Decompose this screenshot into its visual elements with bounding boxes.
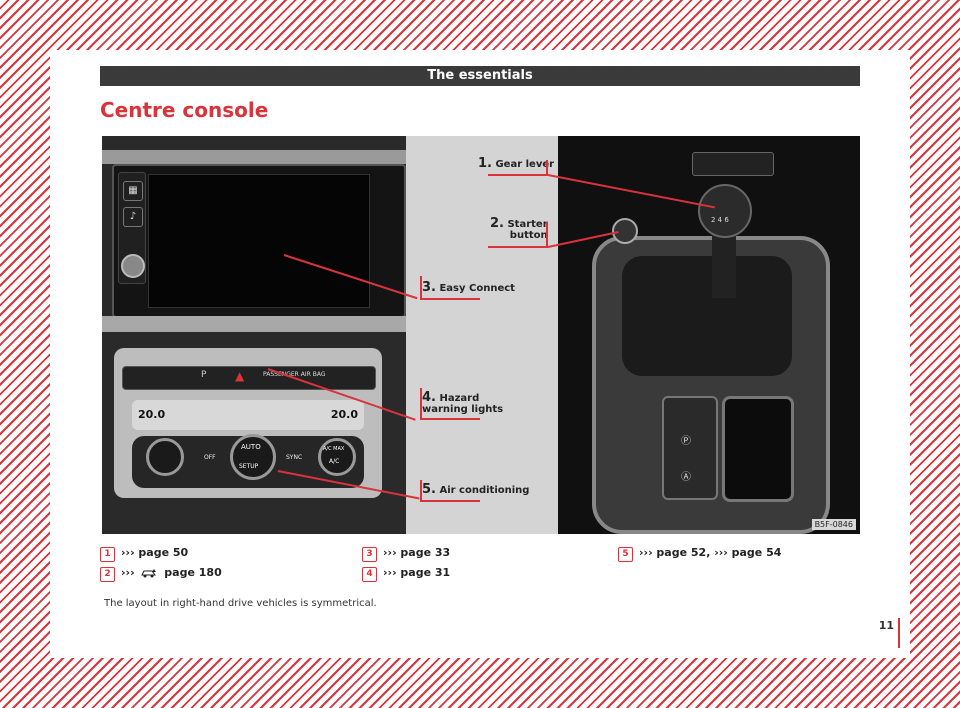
storage-tray xyxy=(722,396,794,502)
ac-label: A/C xyxy=(329,458,340,465)
callout-5-vline xyxy=(420,480,422,502)
brake-icon: Ⓟ xyxy=(681,436,691,447)
callout-2-vline xyxy=(546,222,548,248)
setup-label: SETUP xyxy=(239,463,259,470)
auto-label: AUTO xyxy=(241,443,261,451)
fan-knob-right: A/C MAX A/C xyxy=(318,438,356,476)
hazard-strip: P ▲ PASSENGER AIR BAG xyxy=(122,366,376,390)
callout-panel xyxy=(406,136,558,534)
gear-stem xyxy=(712,228,736,298)
parking-icon: P xyxy=(201,370,207,380)
callout-2: 2. Starter button xyxy=(490,216,548,241)
layout-note: The layout in right-hand drive vehicles … xyxy=(104,598,377,609)
callout-5: 5. Air conditioning xyxy=(422,482,530,497)
hazard-icon: ▲ xyxy=(235,369,245,383)
callout-1: 1. Gear lever xyxy=(478,156,555,171)
reference-1: 1››› page 50 xyxy=(100,546,188,562)
reference-4: 4››› page 31 xyxy=(362,566,450,582)
reference-3: 3››› page 33 xyxy=(362,546,450,562)
usb-ports xyxy=(692,152,774,176)
callout-5-line xyxy=(420,500,480,502)
temp-left: 20.0 xyxy=(138,408,166,421)
sync-label: SYNC xyxy=(286,454,303,461)
starter-button-photo xyxy=(612,218,638,244)
page: The essentials Centre console ▦ ♪ P ▲ PA… xyxy=(50,50,910,658)
auto-knob: AUTO SETUP xyxy=(230,434,276,480)
fan-knob-left xyxy=(146,438,184,476)
menu-icon: ▦ xyxy=(123,181,143,201)
parking-brake-switch: Ⓟ Ⓐ xyxy=(662,396,718,500)
ac-max-label: A/C MAX xyxy=(323,446,345,452)
callout-2-line xyxy=(488,246,548,248)
section-header: The essentials xyxy=(100,66,860,86)
callout-1-vline xyxy=(546,160,548,176)
climate-buttons-row: 20.0 20.0 xyxy=(132,400,364,430)
volume-knob xyxy=(121,254,145,278)
callout-4-vline xyxy=(420,388,422,420)
car-warning-icon xyxy=(141,569,157,578)
voice-icon: ♪ xyxy=(123,207,143,227)
off-label: OFF xyxy=(204,454,216,461)
callout-4: 4. Hazard warning lights xyxy=(422,390,504,415)
page-number: 11 xyxy=(878,619,894,632)
dashboard-trim-bottom xyxy=(102,316,406,332)
page-title: Centre console xyxy=(100,98,269,122)
page-rule xyxy=(898,618,900,648)
figure-code: B5F-0846 xyxy=(811,519,856,530)
temp-right: 20.0 xyxy=(330,408,358,421)
gear-pattern: 2 4 6 xyxy=(711,216,729,224)
callout-3-vline xyxy=(420,276,422,300)
centre-console-figure: ▦ ♪ P ▲ PASSENGER AIR BAG 20.0 20.0 AUTO… xyxy=(102,136,860,534)
callout-3-line xyxy=(420,298,480,300)
passenger-airbag-label: PASSENGER AIR BAG xyxy=(263,371,326,378)
dashboard-trim-top xyxy=(102,150,406,164)
auto-hold-icon: Ⓐ xyxy=(681,472,691,483)
gear-boot xyxy=(622,256,792,376)
reference-5: 5››› page 52, ››› page 54 xyxy=(618,546,781,562)
gear-knob: 2 4 6 xyxy=(698,184,752,238)
easy-connect-screen xyxy=(148,174,370,308)
callout-4-line xyxy=(420,418,480,420)
callout-1-line xyxy=(488,174,548,176)
callout-3: 3. Easy Connect xyxy=(422,280,515,295)
reference-2: 2››› page 180 xyxy=(100,566,222,582)
